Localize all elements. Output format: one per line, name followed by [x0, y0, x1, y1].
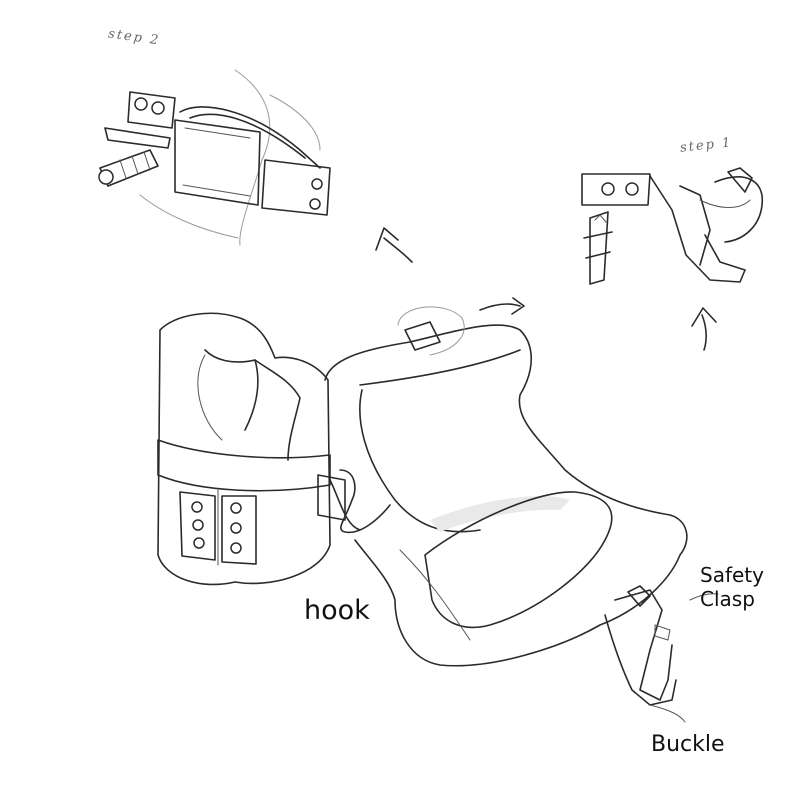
- buckle-label: Buckle: [651, 732, 725, 757]
- arrow-under-step1: [691, 307, 717, 351]
- step1-inset: [581, 167, 763, 285]
- hook-shape: [317, 474, 346, 521]
- safety-clasp-label: Safety Clasp: [700, 563, 764, 611]
- safety-clasp-shape: [614, 589, 673, 701]
- arrow-to-step2: [375, 227, 413, 263]
- boot-horizontal: [324, 297, 719, 723]
- boot-vertical: [157, 312, 391, 586]
- hook-label: hook: [304, 595, 370, 626]
- step2-inset: [98, 69, 331, 246]
